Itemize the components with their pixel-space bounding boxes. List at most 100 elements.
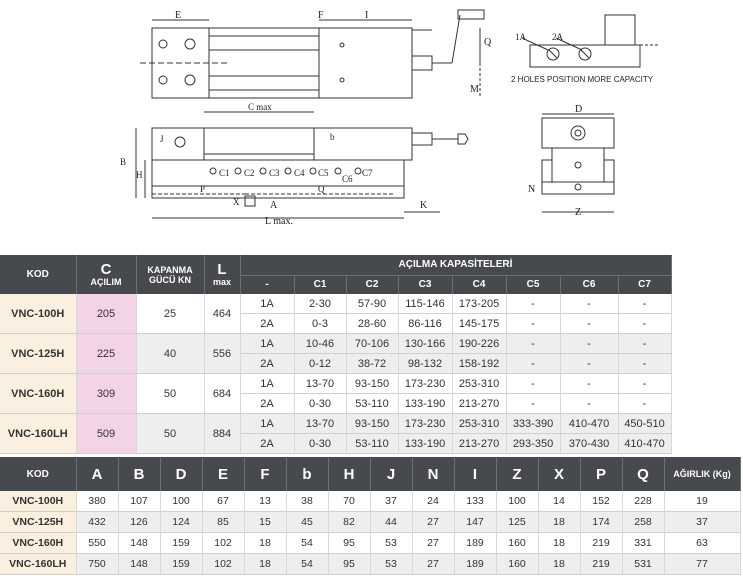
dimension-value: 37 xyxy=(664,511,741,533)
header-sub-c1: C1 xyxy=(294,275,347,294)
pos-1A: 1A xyxy=(515,32,527,42)
dimension-value: 53 xyxy=(370,532,413,554)
dimension-value: 18 xyxy=(538,511,581,533)
header-kapanma-sub: GÜCÜ KN xyxy=(149,274,191,285)
model-code: VNC-100H xyxy=(0,491,77,512)
dimension-value: 54 xyxy=(286,532,329,554)
capacity-value: 0-3 xyxy=(294,313,347,334)
dimension-header: AĞIRLIK (Kg) xyxy=(664,457,741,491)
dimension-value: 125 xyxy=(496,511,539,533)
capacity-value: - xyxy=(618,353,672,374)
clamping-force: 40 xyxy=(136,333,205,374)
dim-C2: C2 xyxy=(244,168,255,178)
dimension-header: b xyxy=(286,457,329,491)
capacity-value: - xyxy=(560,294,619,314)
dim-X: X xyxy=(233,197,240,207)
dimension-value: 44 xyxy=(370,511,413,533)
header-kapanma-top: KAPANMA xyxy=(147,264,193,275)
capacity-value: 173-205 xyxy=(452,294,507,314)
capacity-note: 2 HOLES POSITION MORE CAPACITY xyxy=(511,75,654,84)
capacity-value: 213-270 xyxy=(452,393,507,414)
dimension-value: 14 xyxy=(538,491,581,512)
capacity-value: 145-175 xyxy=(452,313,507,334)
dimension-value: 133 xyxy=(454,491,497,512)
dim-E: E xyxy=(175,10,181,21)
dim-M: M xyxy=(470,84,479,95)
capacity-value: - xyxy=(560,373,619,394)
dimension-value: 189 xyxy=(454,532,497,554)
header-sub-c6: C6 xyxy=(560,275,619,294)
dim-I: I xyxy=(365,10,368,21)
dim-J: J xyxy=(160,134,164,144)
model-code: VNC-160H xyxy=(0,532,77,554)
model-code: VNC-160LH xyxy=(0,553,77,575)
header-sub-c3: C3 xyxy=(398,275,453,294)
capacity-value: 253-310 xyxy=(452,373,507,394)
header-c: C AÇILIM xyxy=(76,255,137,294)
dim-Z: Z xyxy=(575,207,581,218)
capacity-value: 333-390 xyxy=(506,413,561,434)
dim-Q-side: Q xyxy=(318,184,325,194)
position-code: 2A xyxy=(240,433,295,454)
capacity-value: 410-470 xyxy=(618,433,672,454)
clamping-force: 50 xyxy=(136,413,205,454)
dim-C5: C5 xyxy=(318,168,329,178)
model-code: VNC-125H xyxy=(0,511,77,533)
jaw-position-detail xyxy=(521,14,660,68)
dimension-value: 18 xyxy=(538,553,581,575)
capacity-value: 158-192 xyxy=(452,353,507,374)
dimension-value: 380 xyxy=(76,491,119,512)
dimension-value: 37 xyxy=(370,491,413,512)
header-kod: KOD xyxy=(0,255,77,294)
capacity-value: 86-116 xyxy=(398,313,453,334)
dimension-header: Z xyxy=(496,457,539,491)
dim-C-max: C max xyxy=(248,102,272,112)
dimension-value: 27 xyxy=(412,553,455,575)
dimension-value: 67 xyxy=(202,491,245,512)
pos-2A: 2A xyxy=(552,32,564,42)
dimension-header: A xyxy=(76,457,119,491)
position-code: 1A xyxy=(240,294,295,314)
opening-c: 309 xyxy=(76,373,137,414)
dim-b: b xyxy=(330,132,335,142)
capacity-value: - xyxy=(618,393,672,414)
capacity-value: - xyxy=(618,333,672,354)
dimension-value: 100 xyxy=(496,491,539,512)
dimension-value: 189 xyxy=(454,553,497,575)
capacity-value: 450-510 xyxy=(618,413,672,434)
position-code: 1A xyxy=(240,373,295,394)
capacity-value: 2-30 xyxy=(294,294,347,314)
dim-K: K xyxy=(420,200,428,211)
dimension-value: 27 xyxy=(412,532,455,554)
dimension-value: 13 xyxy=(244,491,287,512)
dimension-value: 159 xyxy=(160,532,203,554)
dim-L-max: L max. xyxy=(265,216,293,227)
opening-c: 509 xyxy=(76,413,137,454)
header-kapanma: KAPANMA GÜCÜ KN xyxy=(136,255,205,294)
dimension-value: 159 xyxy=(160,553,203,575)
length-max: 556 xyxy=(204,333,241,374)
model-code: VNC-100H xyxy=(0,294,77,334)
dimension-value: 18 xyxy=(244,553,287,575)
dimension-value: 126 xyxy=(118,511,161,533)
side-view xyxy=(135,111,469,219)
header-c-top: C xyxy=(100,261,112,278)
capacity-value: - xyxy=(560,313,619,334)
capacity-value: 0-30 xyxy=(294,393,347,414)
dimension-value: 53 xyxy=(370,553,413,575)
capacity-value: 190-226 xyxy=(452,333,507,354)
position-code: 2A xyxy=(240,393,295,414)
dimension-value: 160 xyxy=(496,553,539,575)
dimension-header: Q xyxy=(622,457,665,491)
technical-drawing: E F I Q M J b B H C max C1 C2 C xyxy=(120,9,660,227)
capacity-value: 115-146 xyxy=(398,294,453,314)
capacity-table: KOD C AÇILIM KAPANMA GÜCÜ KN L max AÇILM… xyxy=(0,255,672,454)
header-acilma: AÇILMA KAPASİTELERİ xyxy=(240,255,672,276)
dimension-value: 95 xyxy=(328,532,371,554)
capacity-value: - xyxy=(560,333,619,354)
dimension-value: 124 xyxy=(160,511,203,533)
dim-C4: C4 xyxy=(294,168,305,178)
